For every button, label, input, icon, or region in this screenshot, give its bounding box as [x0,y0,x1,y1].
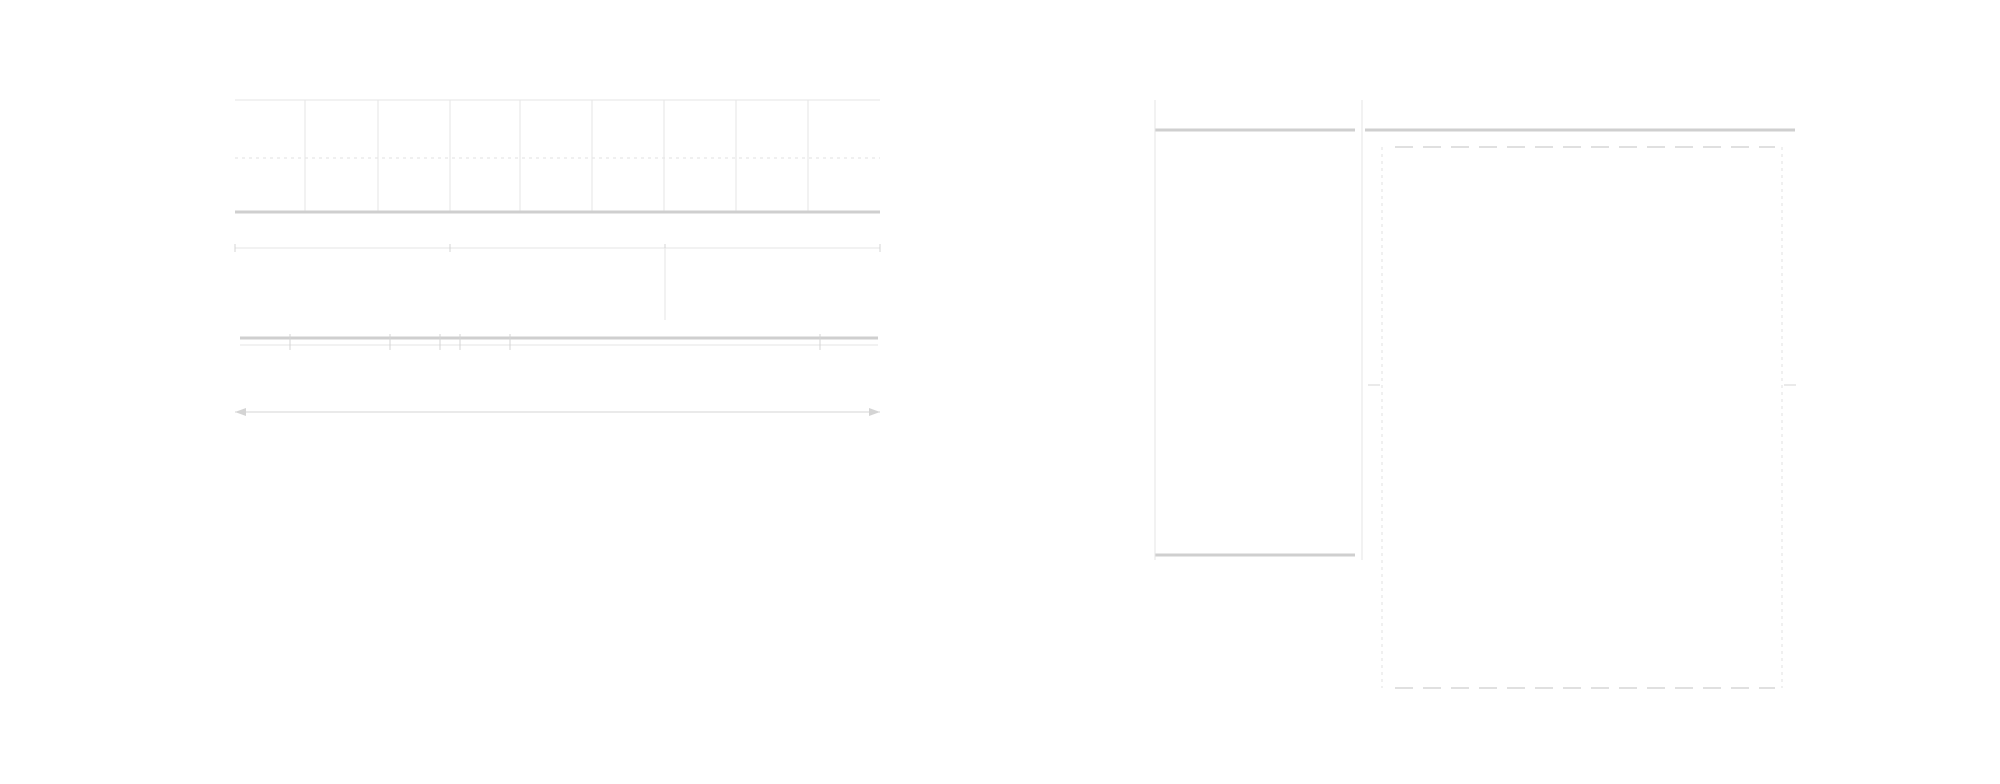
left-overall-arrow-right [869,408,880,416]
left-dim-ticks [234,244,881,252]
left-overall-arrow-left [235,408,246,416]
left-view [234,99,881,416]
left-vertical-grid [304,100,809,212]
left-lower-rail-segments [289,334,821,350]
right-view [1154,100,1796,689]
